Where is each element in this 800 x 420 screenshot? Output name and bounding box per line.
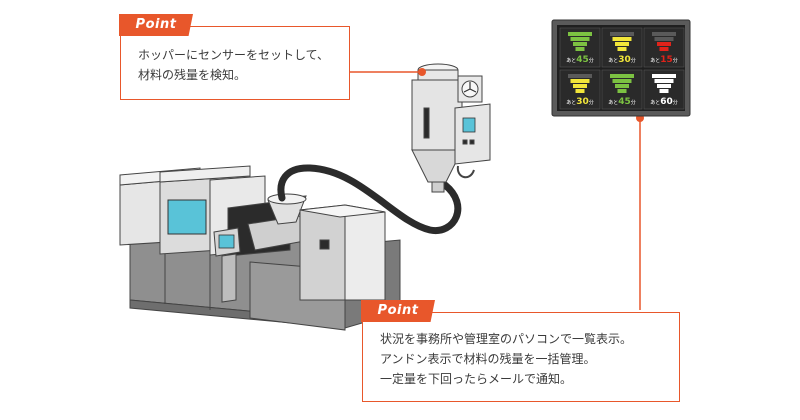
level-bar [659, 89, 669, 93]
andon-tile-2: あと30分 [601, 27, 643, 68]
point-tag: Point [361, 300, 435, 322]
level-bar [654, 37, 674, 41]
point-tag: Point [119, 14, 193, 36]
material-hose [277, 164, 462, 234]
remaining-time-label: あと45分 [608, 97, 636, 107]
callout-line-2: 材料の残量を検知。 [138, 68, 247, 82]
andon-tile-5: あと45分 [601, 69, 643, 110]
callout-line-3: 一定量を下回ったらメールで通知。 [380, 372, 573, 386]
level-bar [617, 89, 627, 93]
level-bar [652, 32, 676, 36]
connector-dot-top [418, 68, 426, 76]
andon-tile-6: あと60分 [643, 69, 685, 110]
level-bar [573, 42, 587, 46]
callout-line-1: ホッパーにセンサーをセットして、 [138, 48, 330, 62]
level-bar [615, 42, 629, 46]
andon-tile-1: あと45分 [559, 27, 601, 68]
level-bar [568, 74, 592, 78]
remaining-time-label: あと30分 [608, 55, 636, 65]
level-bar [610, 74, 634, 78]
callout-line-1: 状況を事務所や管理室のパソコンで一覧表示。 [380, 332, 633, 346]
remaining-time-label: あと30分 [566, 97, 594, 107]
level-bar [617, 47, 627, 51]
level-bar [570, 37, 590, 41]
level-bar [573, 84, 587, 88]
level-bar [657, 84, 671, 88]
level-bar [568, 32, 592, 36]
level-bar [654, 79, 674, 83]
andon-tile-4: あと30分 [559, 69, 601, 110]
level-bar [575, 89, 585, 93]
level-bar [652, 74, 676, 78]
andon-tile-3: あと15分 [643, 27, 685, 68]
level-bar [575, 47, 585, 51]
level-bar [612, 79, 632, 83]
remaining-time-label: あと60分 [650, 97, 678, 107]
callout-hopper-sensor: Point ホッパーにセンサーをセットして、 材料の残量を検知。 [119, 14, 350, 100]
level-bar [657, 42, 671, 46]
level-bar [610, 32, 634, 36]
injection-molding-machine [119, 165, 401, 331]
remaining-time-label: あと15分 [650, 55, 678, 65]
callout-line-2: アンドン表示で材料の残量を一括管理。 [380, 352, 596, 366]
remaining-time-label: あと45分 [566, 55, 594, 65]
level-bar [612, 37, 632, 41]
andon-monitor: あと45分あと30分あと15分あと30分あと45分あと60分 [551, 19, 691, 117]
callout-monitoring: Point 状況を事務所や管理室のパソコンで一覧表示。 アンドン表示で材料の残量… [361, 300, 680, 402]
level-bar [570, 79, 590, 83]
level-bar [615, 84, 629, 88]
hopper-dryer [411, 63, 491, 193]
level-bar [659, 47, 669, 51]
